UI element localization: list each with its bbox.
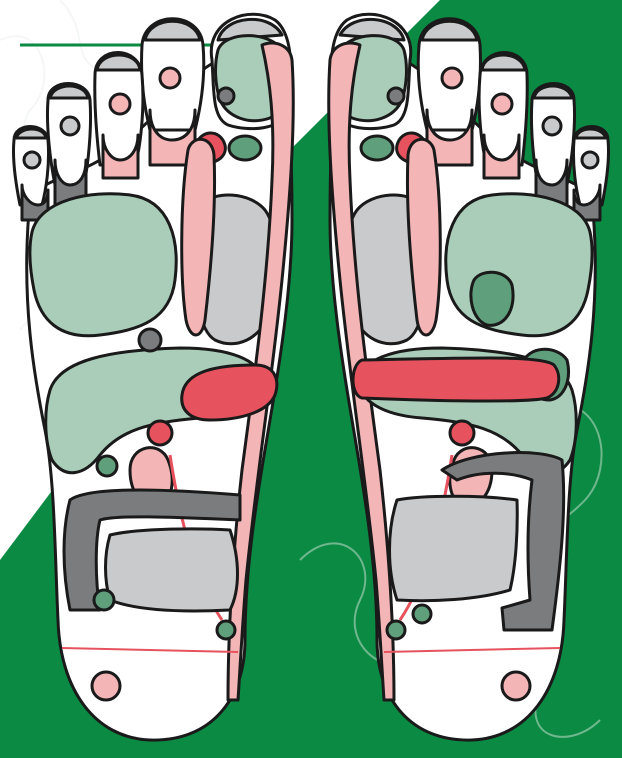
left-toe-5-spot (24, 152, 40, 168)
right-toe-3-spot (492, 94, 512, 114)
left-gallbladder-dot (139, 329, 161, 351)
right-bladder-dot-2 (387, 621, 405, 639)
right-pancreas-red (353, 358, 559, 401)
left-neck-green (229, 136, 261, 160)
left-coccyx-dot (94, 590, 114, 610)
left-intestine-light (106, 529, 238, 611)
left-big-toe-dot (218, 88, 234, 104)
right-toe-4-spot (543, 117, 561, 135)
right-shoulder-green (471, 272, 513, 325)
left-bladder-dot (217, 621, 235, 639)
left-toe-3-spot (110, 94, 130, 114)
right-intestine-light (390, 496, 518, 600)
right-big-toe-dot (388, 88, 404, 104)
right-toe-5-spot (582, 152, 598, 168)
right-neck-green (361, 136, 393, 160)
left-adrenal-red (148, 421, 172, 445)
right-adrenal-red (450, 421, 474, 445)
left-heel-spot (92, 672, 120, 700)
right-heel-spot (502, 672, 530, 700)
left-colon-dot (97, 456, 117, 476)
right-toe-2-spot (442, 68, 462, 88)
left-toe-2-spot (160, 68, 180, 88)
left-toe-4-spot (61, 117, 79, 135)
right-lung-zone (446, 194, 592, 336)
left-lung-zone (30, 194, 176, 336)
right-bladder-dot (413, 605, 431, 623)
